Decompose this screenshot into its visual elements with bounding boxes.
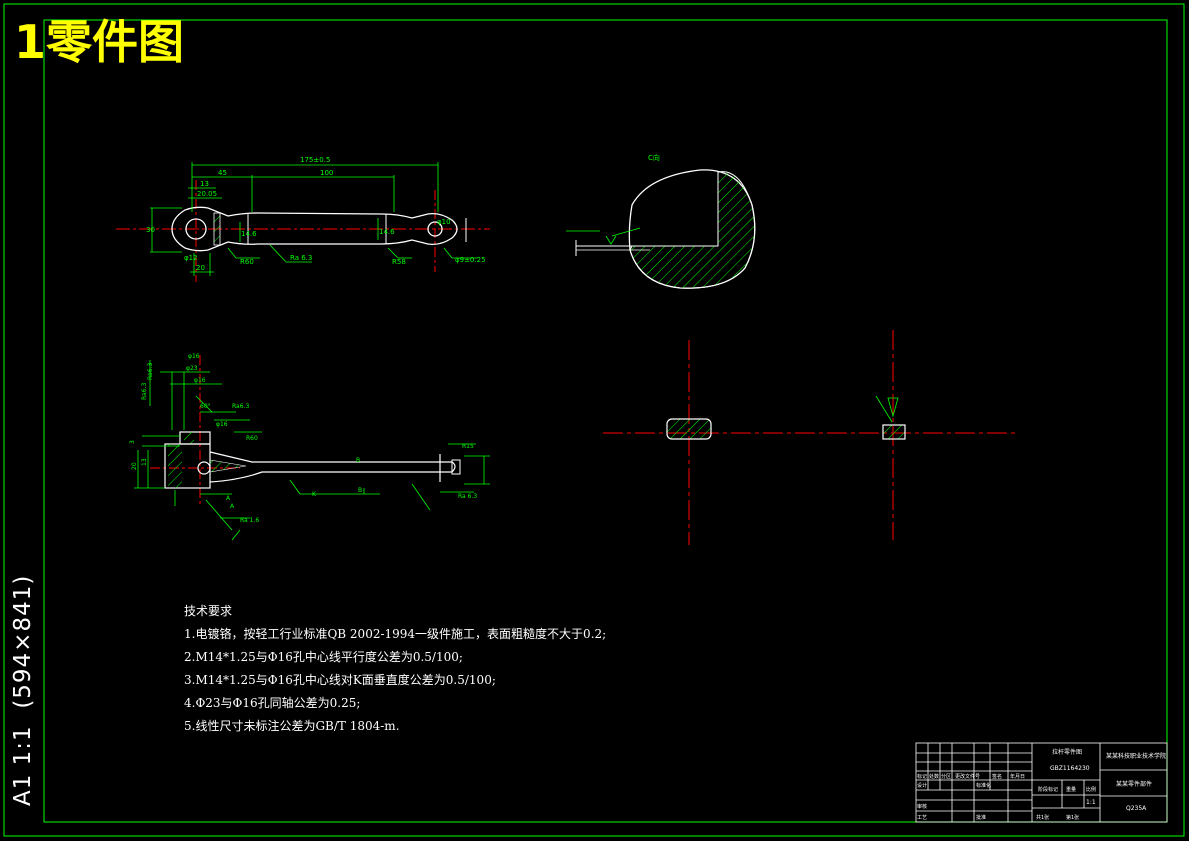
title-block [915, 742, 1168, 823]
dim-text: 20.05 [197, 190, 217, 198]
tb-cell: 分区 [941, 773, 951, 780]
dim-text: φ16 [188, 353, 200, 360]
dim-text: Ra 1.6 [240, 517, 259, 524]
sections-a-b [603, 330, 1018, 545]
dim-text: 100 [320, 169, 333, 177]
dim-text: φ16 [194, 377, 206, 384]
tb-cell: 签名 [992, 773, 1002, 780]
dim-text: φ9±0.25 [455, 256, 486, 264]
page-title: 1零件图 [14, 15, 185, 69]
tech-item: 1.电镀铬，按轻工行业标准QB 2002-1994一级件施工，表面粗糙度不大于0… [184, 627, 607, 641]
dim-text: 30 [146, 226, 155, 234]
tb-scale: 1:1 [1086, 799, 1096, 806]
outer-frame [3, 3, 1185, 837]
dim-text: 14.6 [241, 230, 257, 238]
tb-cell: 年月日 [1010, 773, 1025, 780]
section-label: C向 [648, 153, 660, 162]
dim-text: R15 [462, 443, 474, 450]
tb-material: Q235A [1126, 805, 1147, 812]
tb-cell: 阶段标记 [1038, 786, 1058, 793]
dim-text: R58 [392, 258, 406, 266]
view2-side: Ra6.3 φ16 φ23 Ra6.3 φ16 60° Ra6.3 φ16 R6… [129, 353, 490, 541]
tb-cell: 审核 [917, 803, 927, 810]
tb-part-name: 某某零件部件 [1116, 780, 1152, 788]
tb-school: 某某科技职业技术学院 [1106, 752, 1166, 760]
dim-text: A [226, 495, 231, 502]
tech-item: 3.M14*1.25与Φ16孔中心线对K面垂直度公差为0.5/100; [184, 673, 496, 687]
inner-frame [43, 19, 1168, 823]
dim-text: φ16 [216, 421, 228, 428]
tech-item: 5.线性尺寸未标注公差为GB/T 1804-m. [184, 719, 400, 733]
tb-cell: 标准化 [976, 782, 991, 789]
dim-text: A [230, 503, 235, 510]
tb-drawing-no: 拉杆零件图 [1052, 748, 1082, 756]
dim-text: R60 [240, 258, 254, 266]
section-view: C向 [566, 153, 756, 289]
dim-text: K [312, 491, 317, 498]
tb-code: GBZ1164230 [1050, 765, 1090, 772]
tb-cell: 工艺 [917, 815, 927, 821]
dim-text: 13 [141, 458, 148, 466]
tb-cell: 更改文件号 [955, 773, 980, 780]
tech-item: 4.Φ23与Φ16孔同轴公差为0.25; [184, 696, 361, 710]
dim-text: φ12 [184, 254, 198, 262]
dim-text: Ra6.3 [147, 363, 154, 380]
tb-cell: 第1张 [1066, 814, 1079, 821]
tb-cell: 设计 [917, 782, 927, 789]
dim-text: 14.6 [379, 228, 395, 236]
dim-text: 45 [218, 169, 227, 177]
dim-text: 20 [131, 462, 138, 470]
dim-text: φ23 [186, 365, 198, 372]
tb-cell: 比例 [1086, 786, 1096, 793]
tech-item: 2.M14*1.25与Φ16孔中心线平行度公差为0.5/100; [184, 650, 463, 664]
dim-text: Ra6.3 [141, 383, 148, 400]
tb-cell: 标记 [917, 773, 927, 780]
sheet-size-label: A1 1:1 (594×841) [10, 574, 36, 806]
tb-cell: 批准 [976, 814, 986, 821]
dim-text: φ10 [437, 218, 451, 226]
tech-heading: 技术要求 [184, 604, 233, 618]
view1-front: 175±0.5 45 100 13 20.05 30 20 φ12 14.6 1… [116, 156, 490, 282]
tb-cell: 共1张 [1036, 814, 1049, 821]
dim-text: 60° [200, 403, 211, 410]
dim-text: 13 [200, 180, 209, 188]
technical-requirements: 技术要求 1.电镀铬，按轻工行业标准QB 2002-1994一级件施工，表面粗糙… [184, 602, 606, 740]
dim-text: 3 [129, 440, 136, 444]
tb-cell: 处数 [929, 773, 939, 780]
dim-text: R60 [246, 435, 258, 442]
dim-text: B [358, 487, 362, 494]
dim-text: B [356, 457, 360, 464]
dim-text: Ra6.3 [232, 403, 249, 410]
dim-text: 20 [196, 264, 205, 272]
dim-text: 175±0.5 [300, 156, 330, 164]
dim-text: Ra 6.3 [290, 254, 312, 262]
tb-cell: 重量 [1066, 786, 1076, 793]
dim-text: Ra 6.3 [458, 493, 477, 500]
